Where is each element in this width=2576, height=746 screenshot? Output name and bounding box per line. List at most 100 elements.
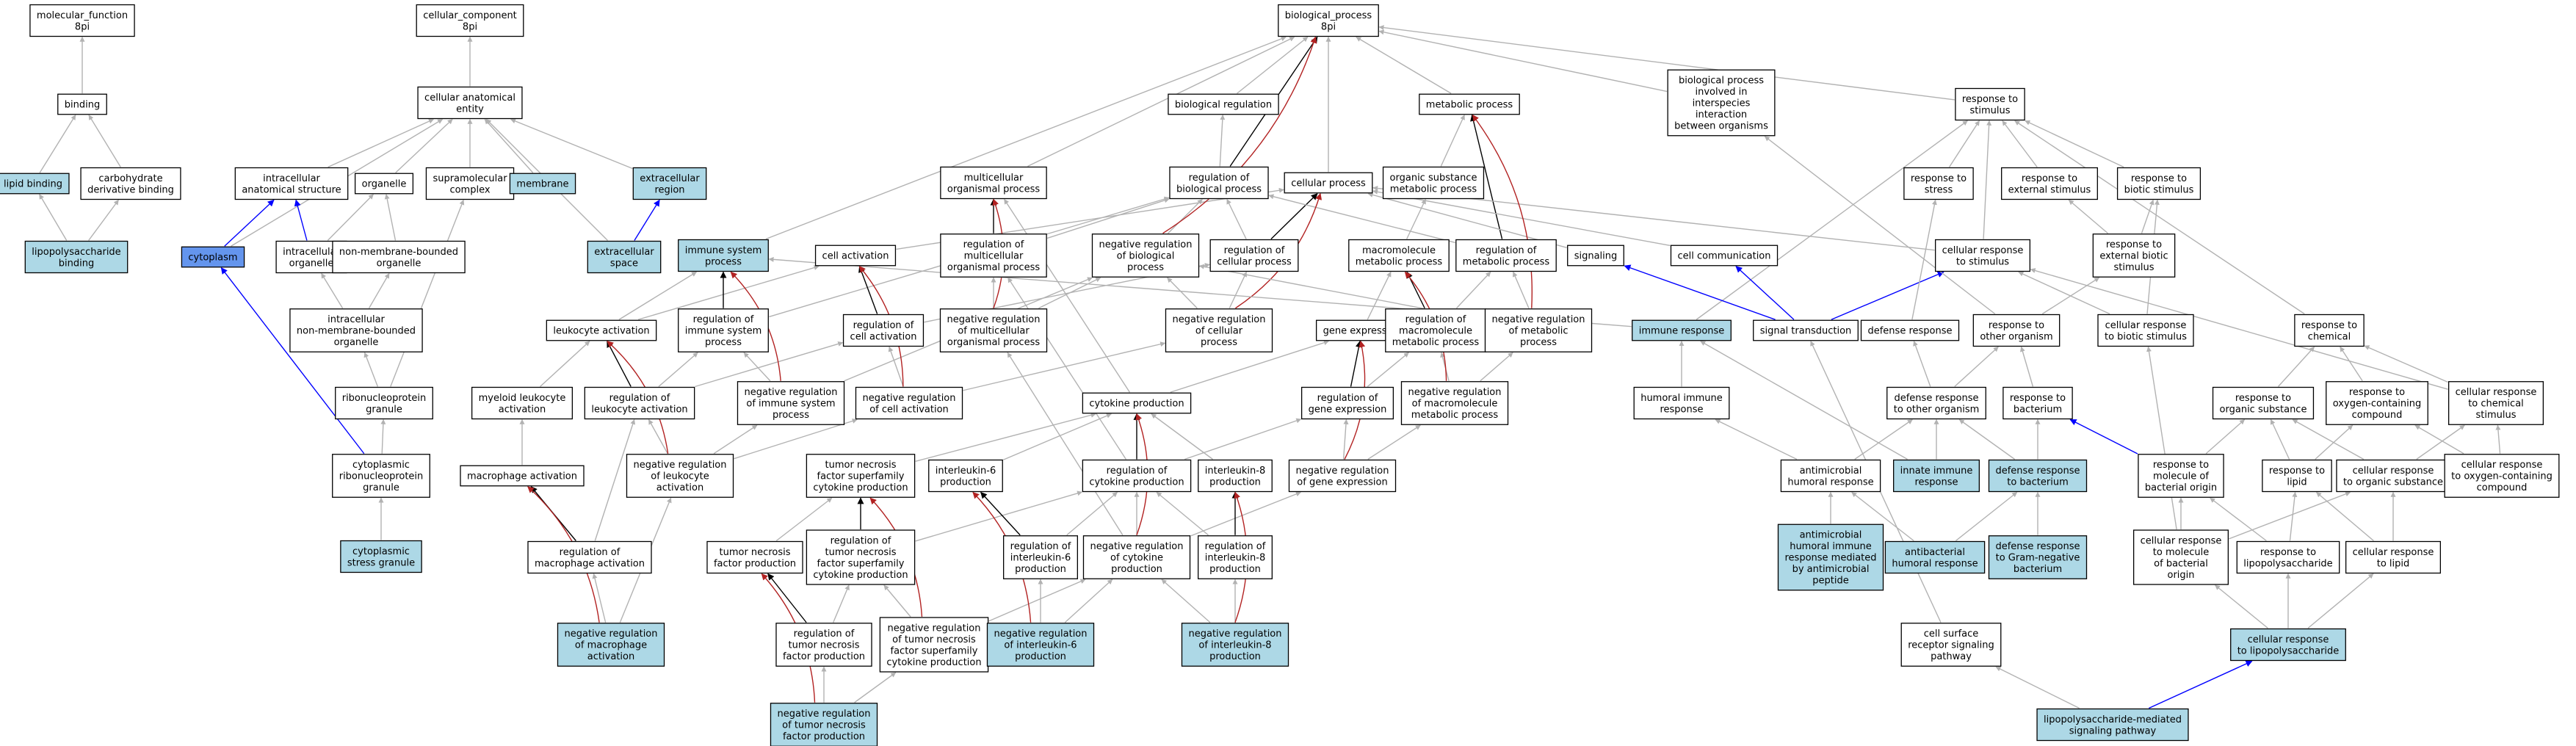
go-term-node-leukocyte-activation[interactable]: leukocyte activation	[546, 319, 657, 341]
go-term-node-signaling[interactable]: signaling	[1567, 245, 1624, 267]
go-term-node-cytoplasm[interactable]: cytoplasm	[181, 246, 245, 268]
go-term-node-cell-communication[interactable]: cell communication	[1670, 245, 1779, 267]
go-term-node-signal-transduction[interactable]: signal transduction	[1753, 319, 1859, 341]
go-term-node-membrane[interactable]: membrane	[509, 173, 576, 195]
go-term-node-cell-activation[interactable]: cell activation	[814, 245, 897, 267]
go-term-node-defense-response[interactable]: defense response	[1860, 319, 1960, 341]
go-term-node-metabolic-process[interactable]: metabolic process	[1419, 93, 1520, 115]
go-term-node-intracellular-nmb-organelle[interactable]: intracellularnon-membrane-boundedorganel…	[289, 308, 423, 352]
go-term-node-lipid-binding[interactable]: lipid binding	[0, 173, 70, 195]
go-term-node-biological-regulation[interactable]: biological regulation	[1168, 93, 1279, 115]
go-term-node-immune-response[interactable]: immune response	[1632, 319, 1732, 341]
go-term-node-organelle[interactable]: organelle	[354, 173, 414, 195]
go-term-node-macrophage-activation[interactable]: macrophage activation	[460, 465, 585, 487]
go-term-node-cytokine-production[interactable]: cytokine production	[1082, 392, 1192, 414]
go-term-node-cellular-process[interactable]: cellular process	[1284, 172, 1373, 194]
go-term-node-binding[interactable]: binding	[57, 93, 107, 115]
